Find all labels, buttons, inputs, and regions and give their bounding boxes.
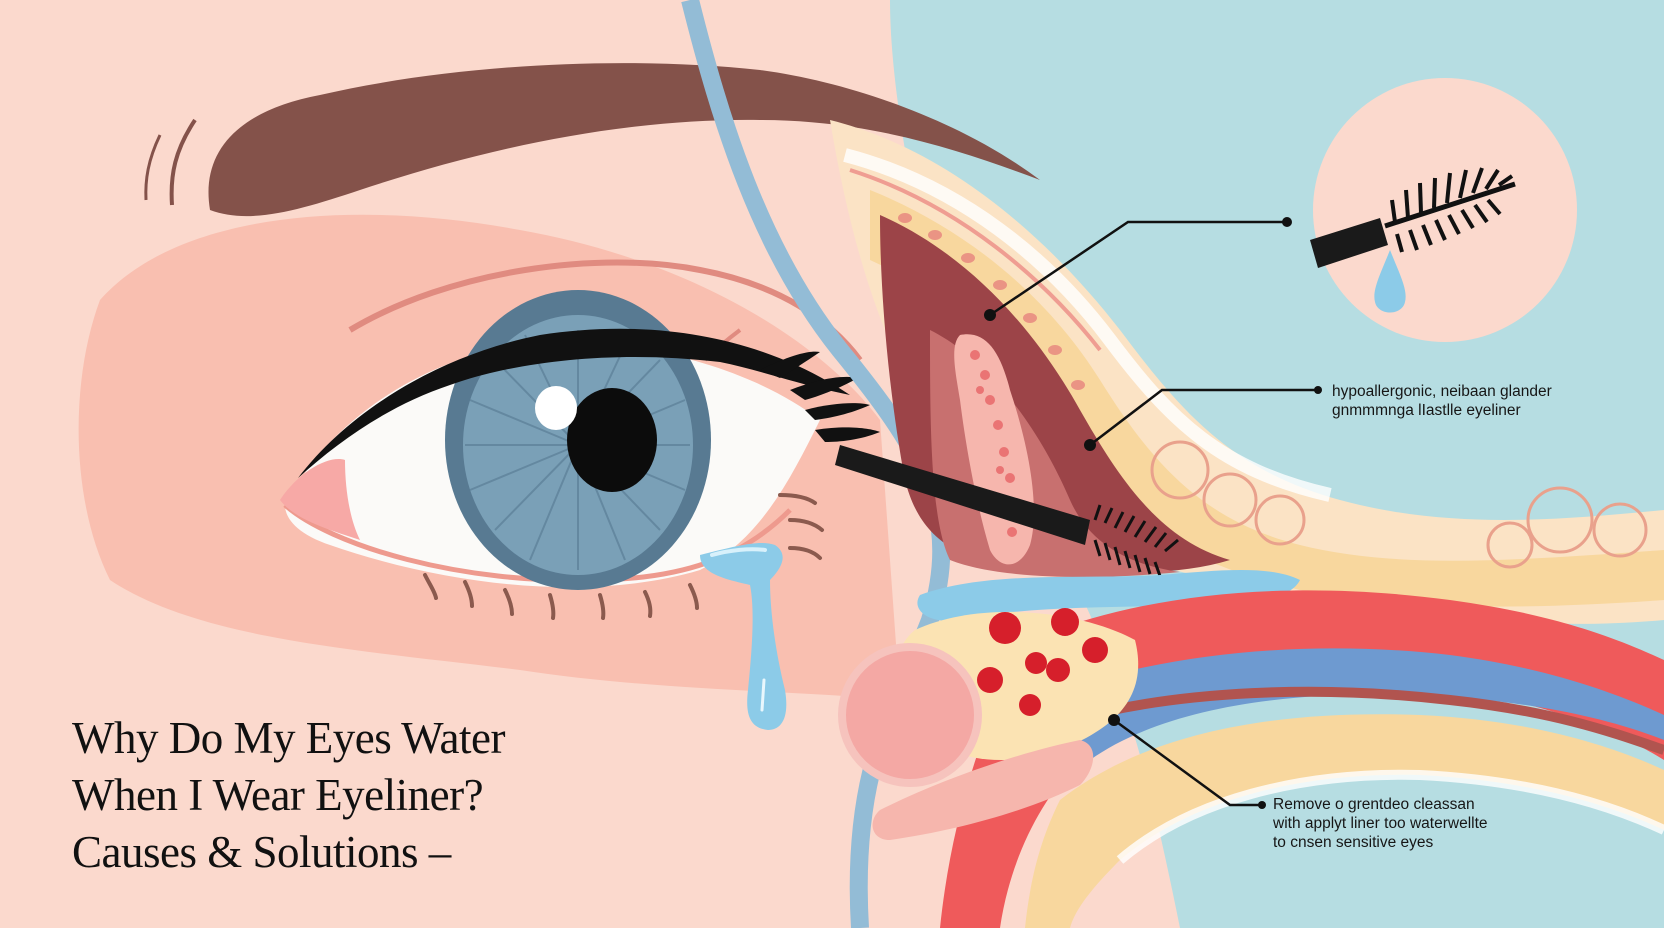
mascara-inset-circle — [1313, 78, 1577, 342]
tear-duct — [917, 570, 1300, 621]
fat-dots — [898, 213, 1085, 390]
eyebrow — [208, 63, 1040, 217]
callout-line: with applyt liner too waterwellte — [1273, 815, 1488, 832]
blood-cells — [977, 608, 1108, 716]
lower-fat-layer — [1025, 714, 1664, 928]
title-line-1: Why Do My Eyes Water — [72, 713, 505, 763]
callout-line: gnmmmnga lIastlle eyeliner — [1332, 402, 1521, 419]
title-line-3: Causes & Solutions – — [72, 827, 451, 877]
callout-lines — [989, 220, 1318, 807]
eyeliner-wand — [835, 445, 1090, 545]
pupil — [567, 388, 657, 492]
wand-bristles — [1093, 504, 1179, 577]
lower-gland — [872, 740, 1094, 840]
tear-duct-caruncle — [280, 459, 360, 540]
lower-lashes — [423, 493, 824, 620]
title-line-2: When I Wear Eyeliner? — [72, 770, 484, 820]
callout-dots — [984, 217, 1322, 809]
eye-highlight — [535, 386, 577, 430]
callout-line: hypoallergonic, neibaan glander — [1332, 383, 1552, 400]
page-title: Why Do My Eyes Water When I Wear Eyeline… — [72, 710, 505, 881]
callout-line: Remove o grentdeo cleassan — [1273, 796, 1475, 813]
callout-line: to cnsen sensitive eyes — [1273, 834, 1434, 851]
fat-layer — [870, 190, 1664, 607]
eyeliner — [298, 328, 850, 478]
callout-gland-label: hypoallergonic, neibaan glander gnmmmnga… — [1332, 382, 1552, 420]
mascara-wand-icon — [1310, 167, 1516, 268]
callout-remove-label: Remove o grentdeo cleassan with applyt l… — [1273, 795, 1488, 852]
tear-drop-icon — [1374, 250, 1406, 313]
eyeball-cross-section — [838, 643, 982, 787]
eyelashes — [760, 351, 880, 442]
fat-cells — [1150, 440, 1648, 569]
